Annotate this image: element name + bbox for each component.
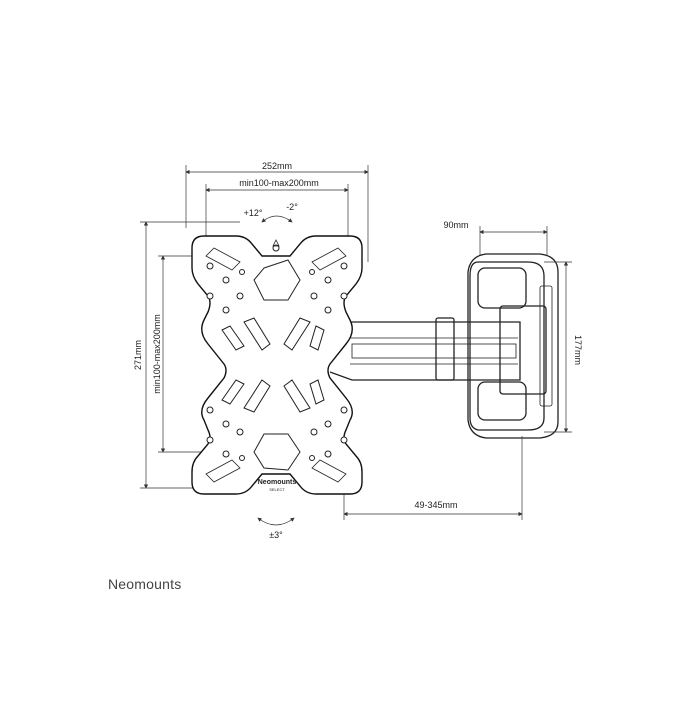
tilt-indicator: +12° -2° [244,202,298,223]
label-bracket-height: 177mm [573,335,583,365]
extension-arm [329,317,521,381]
label-plate-width: 252mm [262,161,292,171]
label-tilt-up: +12° [244,208,263,218]
label-tilt-down: -2° [286,202,298,212]
dimension-bracket-width: 90mm [443,220,548,256]
dimension-bracket-height: 177mm [544,261,583,433]
plate-logo-sub: SELECT [269,487,285,492]
dimension-extension: 49-345mm [343,430,523,520]
rotation-indicator: ±3° [257,517,295,540]
label-bracket-width: 90mm [443,220,468,230]
dimension-plate-width: 252mm [185,161,369,262]
label-vesa-width: min100-max200mm [239,178,319,188]
label-extension: 49-345mm [414,500,457,510]
mounting-holes [206,244,348,461]
label-plate-height: 271mm [133,340,143,370]
footer-brand: Neomounts [108,576,182,592]
vesa-plate: Neomounts SELECT [191,235,363,495]
plate-logo-brand: Neomounts [258,479,297,486]
wall-bracket [467,253,559,439]
label-rotation: ±3° [269,530,283,540]
label-vesa-height: min100-max200mm [152,314,162,394]
